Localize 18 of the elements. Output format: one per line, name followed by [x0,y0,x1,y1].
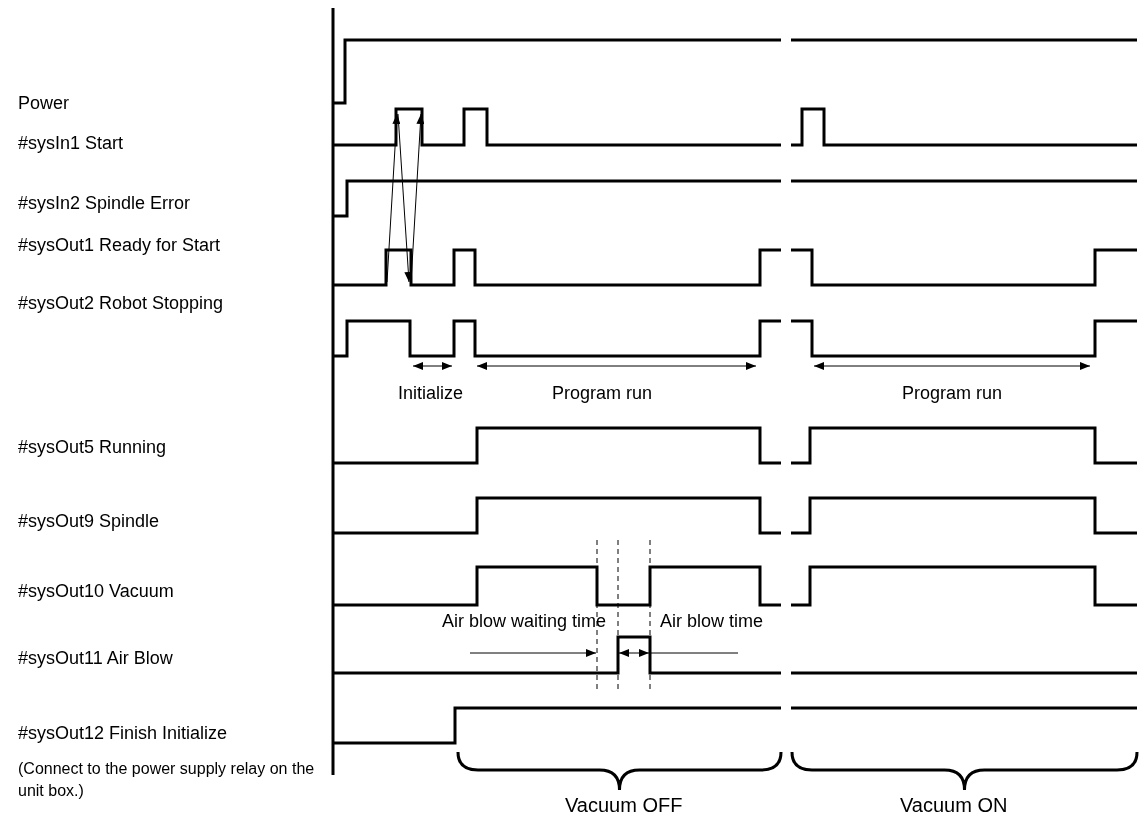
signal-name: #sysIn1 Start [18,132,124,154]
interval-label: Program run [552,382,653,404]
signal-name: #sysOut10 Vacuum [18,580,174,602]
note-text: (Connect to the power supply relay on the unit box.) [18,759,316,801]
signal-name: #sysOut11 Air Blow [18,647,173,669]
signal-name: #sysIn2 Spindle Error [18,192,191,214]
phase-label: Vacuum ON [900,794,1008,816]
interval-label: Initialize [398,382,464,404]
signal-name: #sysOut9 Spindle [18,510,160,532]
signal-name: #sysOut2 Robot Stopping [18,292,224,314]
interval-label: Air blow waiting time [442,610,607,632]
signal-name: Power [18,92,70,114]
signal-name: #sysOut1 Ready for Start [18,234,221,256]
signal-name: #sysOut5 Running [18,436,167,458]
phase-label: Vacuum OFF [565,794,683,816]
interval-label: Program run [902,382,1003,404]
interval-label: Air blow time [660,610,764,632]
signal-name: #sysOut12 Finish Initialize [18,722,228,744]
